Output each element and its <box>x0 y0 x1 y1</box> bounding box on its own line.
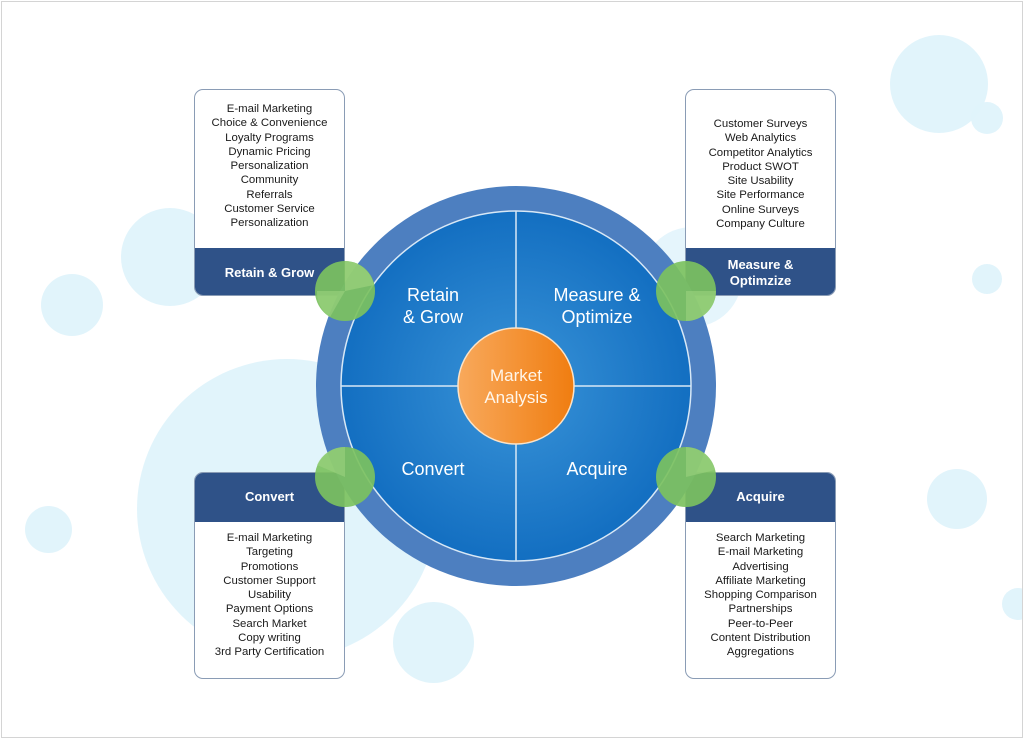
card-list-item: Customer Service <box>224 203 315 216</box>
card-list-item: Dynamic Pricing <box>228 145 311 158</box>
card-list-item: Peer-to-Peer <box>727 617 794 630</box>
card-list-item: Payment Options <box>225 603 314 616</box>
card-list-item: Referrals <box>246 188 293 201</box>
card-list-item: Loyalty Programs <box>225 131 314 144</box>
background-bubble <box>927 469 987 529</box>
card-acquire-title: Acquire <box>736 489 785 504</box>
card-list-item: Site Usability <box>727 175 794 188</box>
background-bubble <box>41 274 103 336</box>
card-list-item: Community <box>240 174 299 187</box>
background-bubble <box>25 506 72 553</box>
card-measure-optimize-title-line2: Optimzize <box>729 273 792 288</box>
card-list-item: Online Surveys <box>721 203 800 216</box>
card-list-item: Customer Support <box>223 574 316 587</box>
card-retain-grow-title: Retain & Grow <box>224 265 315 280</box>
card-list-item: Search Marketing <box>715 532 806 544</box>
card-list-item: Affiliate Marketing <box>715 574 806 587</box>
card-measure-optimize-title-line1: Measure & <box>727 257 794 272</box>
quadrant-label-measure-line1: Measure & <box>553 285 641 305</box>
background-bubble <box>971 102 1003 134</box>
connector-dot-retain <box>315 261 375 321</box>
quadrant-label-retain-line1: Retain <box>406 285 460 305</box>
center-label-line2: Analysis <box>484 388 548 407</box>
quadrant-label-acquire-line1: Acquire <box>566 459 628 479</box>
center-disc <box>457 327 575 445</box>
card-convert-title: Convert <box>244 489 295 504</box>
card-list-item: Product SWOT <box>722 160 799 173</box>
quadrant-label-measure-line2: Optimize <box>561 307 633 327</box>
card-list-item: Copy writing <box>238 632 301 645</box>
card-list-item: Site Performance <box>716 189 805 202</box>
quadrant-label-convert: Convert <box>353 458 513 480</box>
card-list-item: 3rd Party Certification <box>214 646 325 659</box>
connector-dot-convert <box>315 446 375 507</box>
background-bubble <box>972 264 1002 294</box>
card-list-item: Competitor Analytics <box>708 146 813 159</box>
card-list-item: Company Culture <box>716 218 805 231</box>
quadrant-label-retain: Retain & Grow <box>353 284 513 328</box>
card-list-item: Web Analytics <box>724 132 797 145</box>
connector-dot-acquire <box>656 447 716 507</box>
card-list-item: Personalization <box>230 160 309 173</box>
card-list-item: Search Market <box>232 617 307 630</box>
card-list-item: Partnerships <box>728 603 793 616</box>
center-label-line1: Market <box>490 366 542 385</box>
card-list-item: Usability <box>247 589 292 602</box>
card-list-item: Advertising <box>732 560 789 573</box>
quadrant-label-acquire: Acquire <box>517 458 677 480</box>
card-list-item: E-mail Marketing <box>226 103 313 115</box>
background-bubble <box>1002 588 1022 620</box>
card-list-item: Targeting <box>246 546 293 559</box>
card-list-item: Choice & Convenience <box>211 117 328 130</box>
quadrant-label-measure: Measure & Optimize <box>517 284 677 328</box>
card-list-item: Content Distribution <box>710 632 811 645</box>
center-label: Market Analysis <box>456 365 576 409</box>
card-list-item: Customer Surveys <box>713 118 808 130</box>
quadrant-label-convert-line1: Convert <box>401 459 465 479</box>
card-list-item: Shopping Comparison <box>704 589 817 602</box>
card-list-item: E-mail Marketing <box>226 532 313 544</box>
card-list-item: Personalization <box>230 217 309 230</box>
card-list-item: E-mail Marketing <box>717 546 804 559</box>
background-bubble <box>393 602 474 683</box>
card-list-item: Aggregations <box>726 646 795 659</box>
connector-dot-measure <box>656 261 716 321</box>
quadrant-label-retain-line2: & Grow <box>402 307 463 327</box>
card-list-item: Promotions <box>240 560 299 573</box>
